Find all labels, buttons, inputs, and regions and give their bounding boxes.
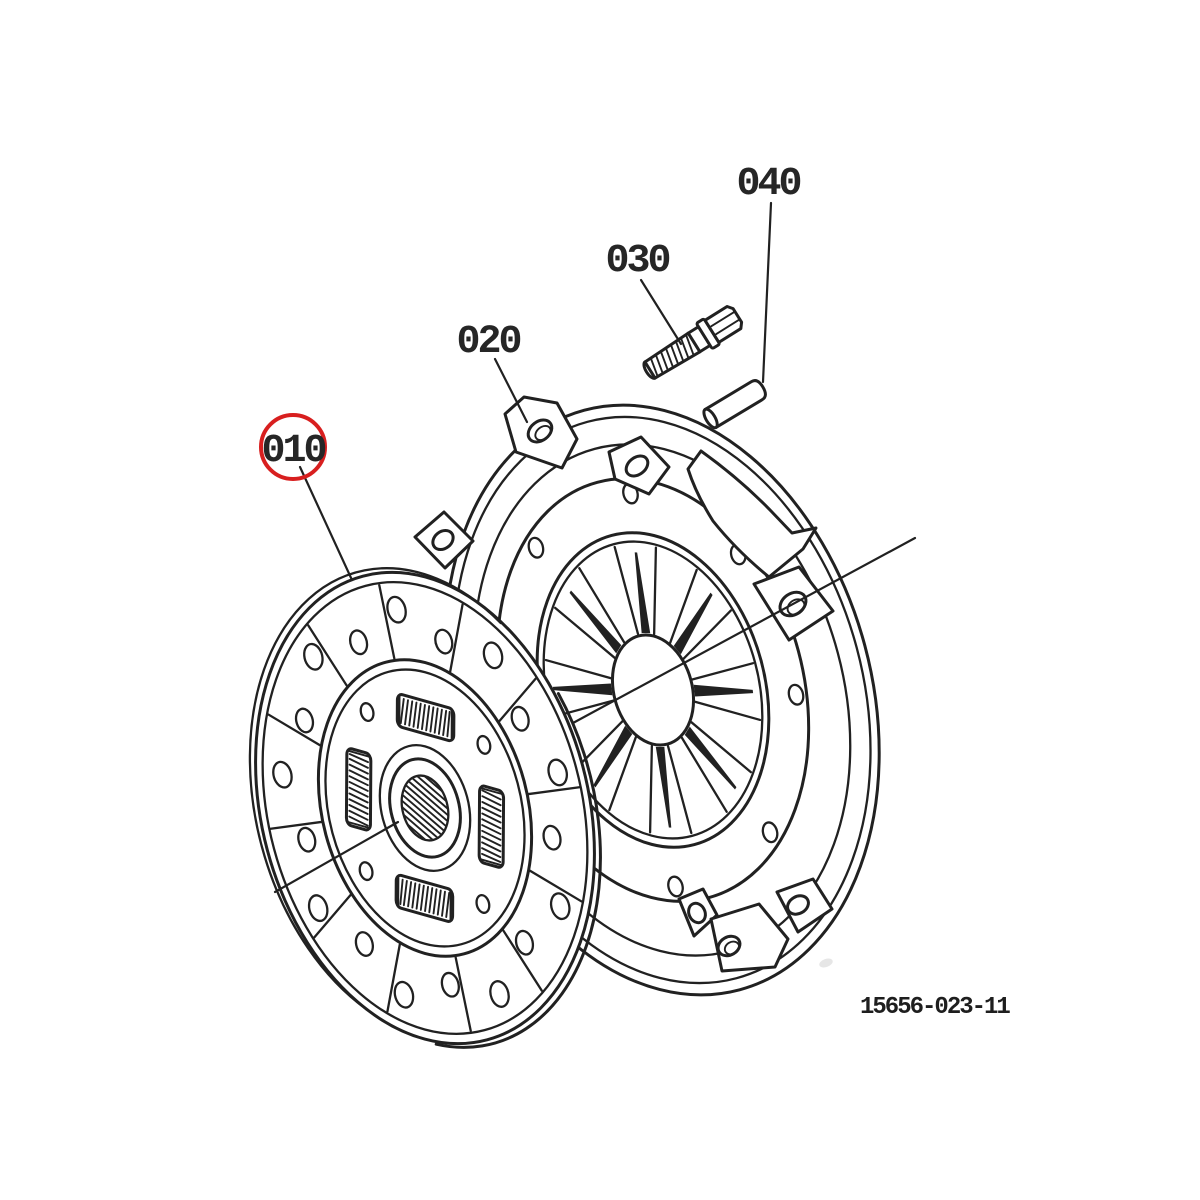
bolt-drawing <box>639 303 746 385</box>
leader-line-030 <box>641 280 681 344</box>
callout-label-020[interactable]: 020 <box>456 320 523 365</box>
leader-line-020 <box>495 359 527 422</box>
callout-030: 030 <box>605 239 672 284</box>
bolt-hex-head <box>705 304 744 342</box>
print-artifact <box>819 958 833 968</box>
cover-tab-bottom <box>711 904 788 971</box>
leader-line-040 <box>763 203 771 382</box>
disc-rim-thickness-lower <box>357 691 651 1058</box>
highlight-circle <box>261 415 325 479</box>
cover-lug-bottom-right <box>777 879 832 932</box>
pin-drawing <box>701 378 768 430</box>
callout-020: 020 <box>456 320 523 365</box>
cover-tab-top <box>609 437 669 494</box>
clutch-disc-drawing <box>200 527 651 1088</box>
cover-lug-bottom-left <box>679 889 717 936</box>
disc-rim-thickness-upper <box>200 540 589 1025</box>
spline-hatching <box>384 757 466 859</box>
cover-tab-left <box>415 512 473 568</box>
disc-plate-edge <box>287 636 564 981</box>
drawing-number: 15656-023-11 <box>860 994 1010 1021</box>
cover-lever-bracket <box>688 451 816 577</box>
callout-010: 010 <box>261 415 329 479</box>
disc-hub <box>379 751 471 865</box>
callout-label-040[interactable]: 040 <box>736 162 803 207</box>
callout-label-030[interactable]: 030 <box>605 239 672 284</box>
callout-040: 040 <box>736 162 803 207</box>
axis-line <box>275 538 915 892</box>
leader-line-010 <box>300 467 352 580</box>
callout-label-010[interactable]: 010 <box>261 429 328 474</box>
